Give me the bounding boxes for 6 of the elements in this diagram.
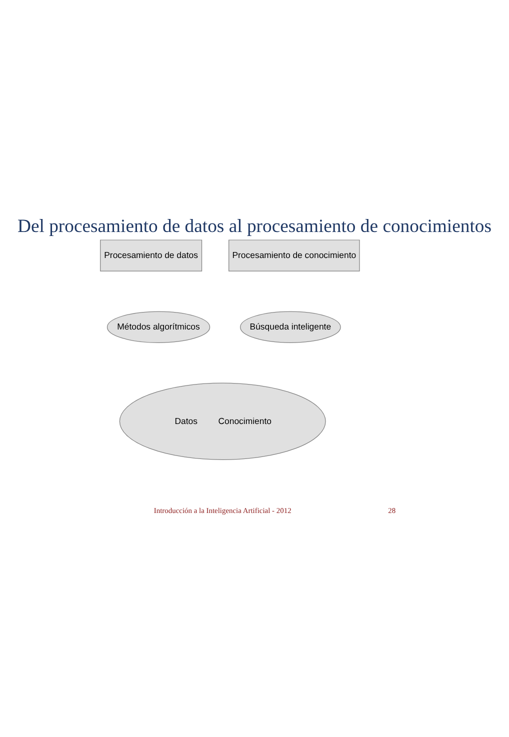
node-box: Procesamiento de conocimiento [228,240,360,272]
node-ellipse: Datos Conocimiento [119,382,326,460]
diagram-title: Del procesamiento de datos al procesamiento de conocimientos [17,216,492,237]
node-ellipse: Búsqueda inteligente [240,311,341,343]
node-box: Procesamiento de datos [100,240,202,272]
node-ellipse: Métodos algorítmicos [106,311,210,343]
